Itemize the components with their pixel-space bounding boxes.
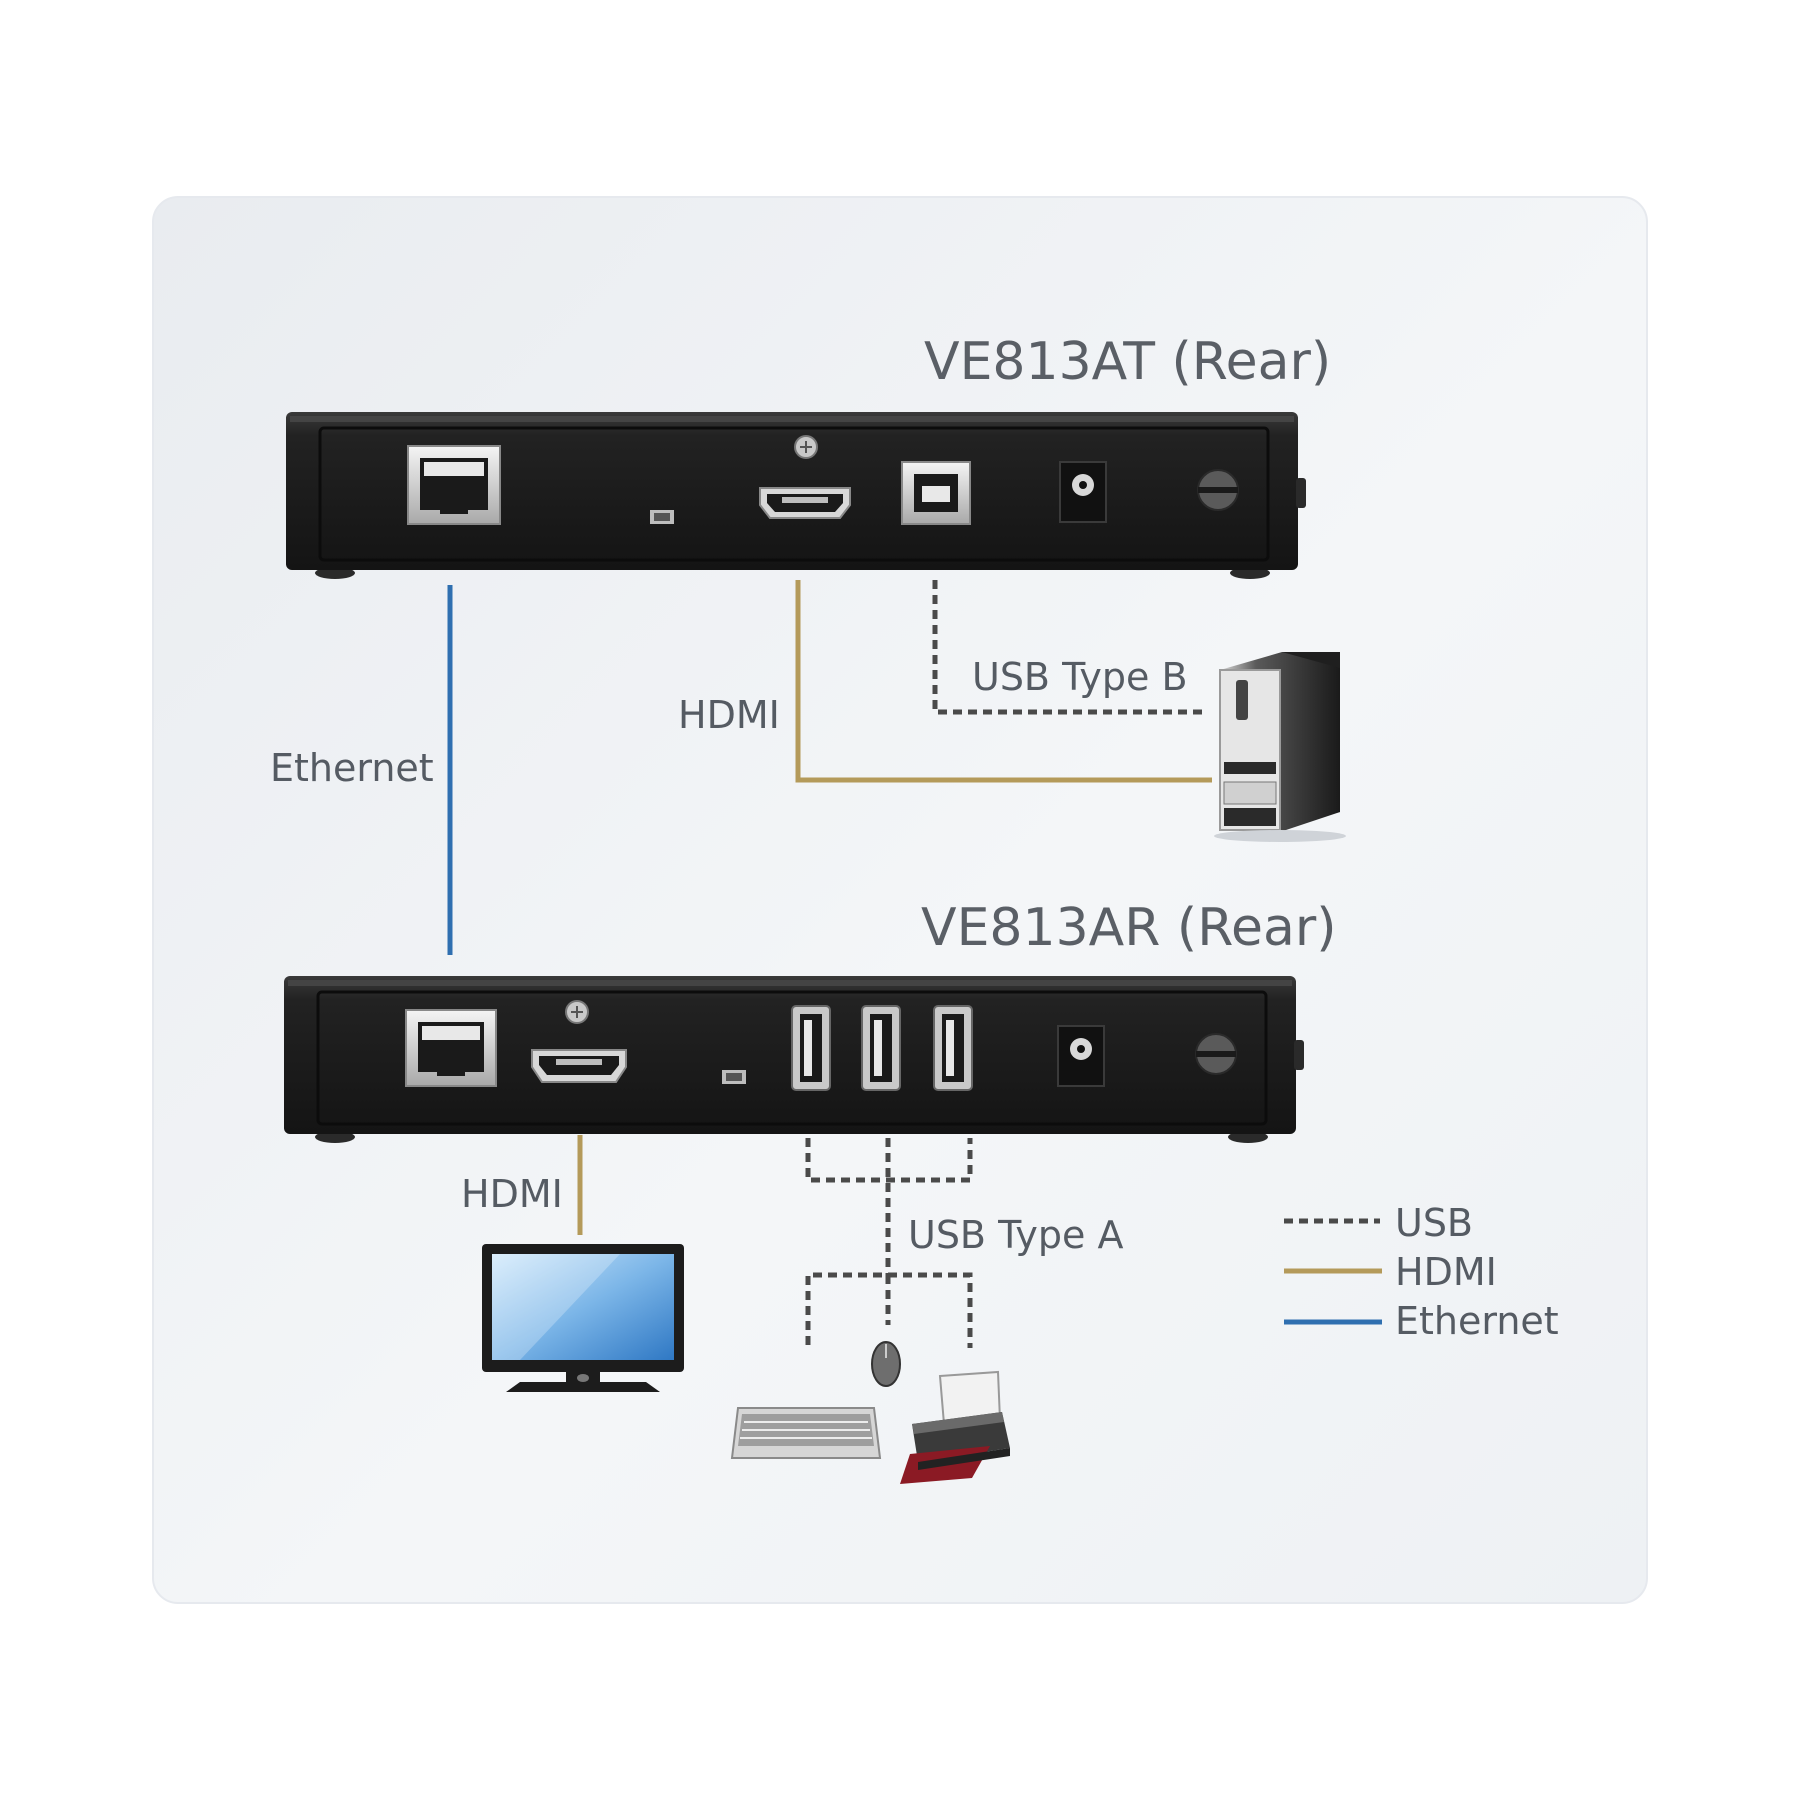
hdmi-port-icon	[759, 487, 851, 519]
usb-a-port-icon	[791, 1005, 831, 1091]
hdmi-label-top: HDMI	[678, 693, 780, 737]
power-switch-icon	[1195, 1033, 1237, 1075]
ethernet-label: Ethernet	[270, 746, 434, 790]
usb-type-b-label: USB Type B	[972, 655, 1188, 699]
hdmi-port-icon	[531, 1049, 627, 1083]
legend-hdmi-label: HDMI	[1395, 1250, 1497, 1294]
ve813ar-device	[284, 976, 1304, 1143]
usb-a-port-icon	[861, 1005, 901, 1091]
printer-icon	[900, 1370, 1010, 1484]
usb-type-a-cables	[805, 1138, 973, 1348]
rj45-port-icon	[407, 445, 501, 525]
hdmi-cable-top	[795, 580, 1212, 783]
hdmi-label-bottom: HDMI	[461, 1172, 563, 1216]
keyboard-icon	[730, 1407, 882, 1459]
computer-tower-icon	[1214, 652, 1346, 842]
monitor-icon	[482, 1244, 684, 1392]
mouse-icon	[871, 1341, 901, 1387]
receiver-title: VE813AR (Rear)	[921, 898, 1337, 958]
led-indicator-icon	[722, 1070, 746, 1084]
led-indicator-icon	[650, 510, 674, 524]
usb-type-a-label: USB Type A	[908, 1213, 1124, 1257]
power-switch-icon	[1197, 469, 1239, 511]
transmitter-title: VE813AT (Rear)	[924, 332, 1332, 392]
rj45-port-icon	[405, 1009, 497, 1087]
ve813at-device	[286, 412, 1306, 579]
power-jack-icon	[1059, 461, 1107, 523]
legend-usb-label: USB	[1395, 1201, 1474, 1245]
usb-a-port-icon	[933, 1005, 973, 1091]
power-jack-icon	[1057, 1025, 1105, 1087]
grounding-screw-icon	[565, 1000, 589, 1024]
usb-b-port-icon	[901, 461, 971, 525]
legend-ethernet-label: Ethernet	[1395, 1299, 1559, 1343]
grounding-screw-icon	[794, 435, 818, 459]
